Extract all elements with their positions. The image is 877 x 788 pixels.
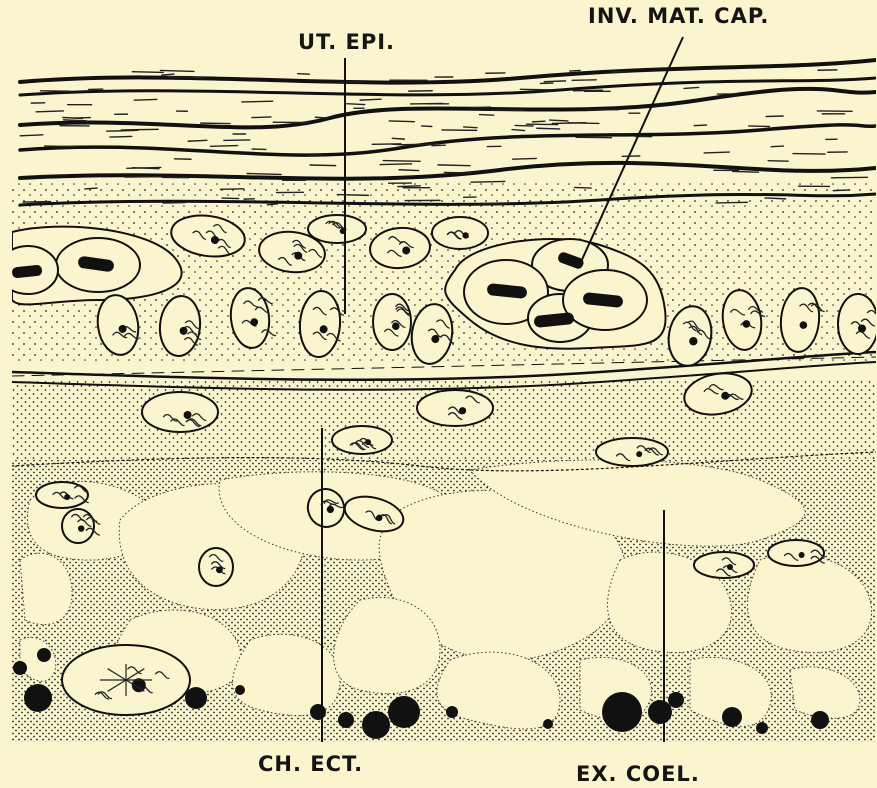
label-invading-maternal-capillary: INV. MAT. CAP. bbox=[588, 4, 769, 28]
label-uterine-epithelium: UT. EPI. bbox=[298, 30, 395, 54]
label-extraembryonic-coelom: EX. COEL. bbox=[576, 762, 700, 786]
label-chorionic-ectoderm: CH. ECT. bbox=[258, 752, 363, 776]
